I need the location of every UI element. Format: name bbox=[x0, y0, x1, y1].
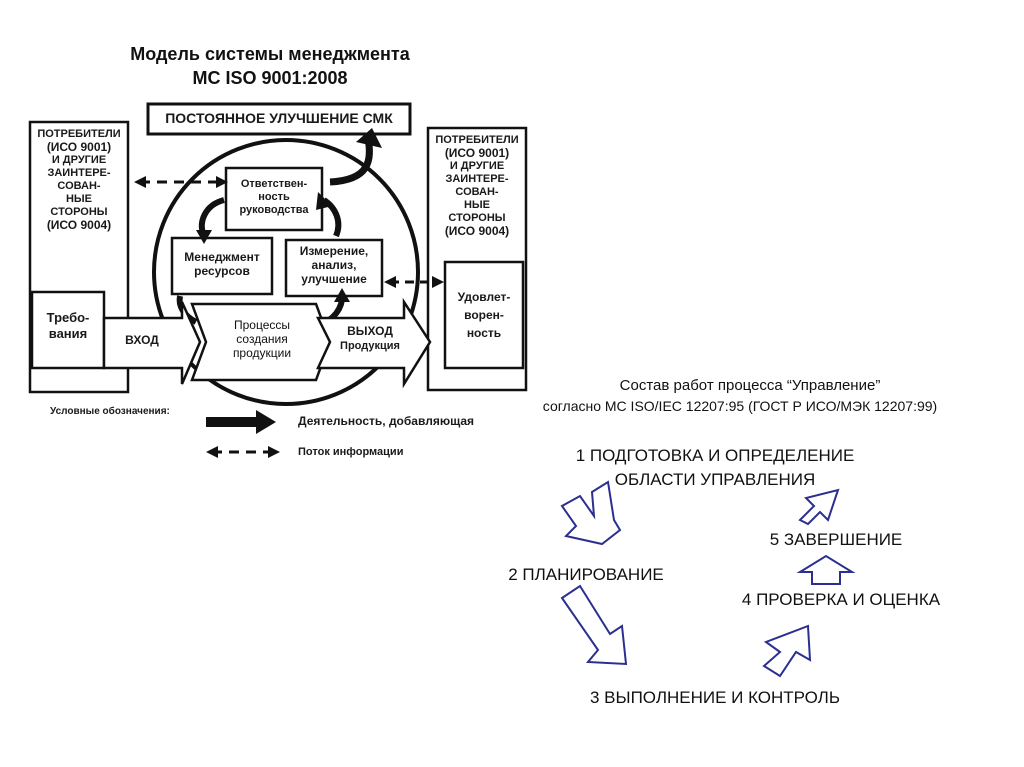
legend-activity: Деятельность, добавляющая bbox=[298, 414, 475, 428]
process-line2: создания bbox=[236, 332, 288, 346]
output-line1: ВЫХОД bbox=[347, 324, 393, 338]
right-col-line2: (ИСО 9001) bbox=[444, 146, 510, 160]
step-3: 3 ВЫПОЛНЕНИЕ И КОНТРОЛЬ bbox=[590, 688, 840, 707]
responsibility-label: Ответствен- ность руководства bbox=[228, 178, 320, 217]
legend-flow: Поток информации bbox=[298, 446, 404, 458]
arrow-1-to-2 bbox=[560, 480, 622, 546]
arrow-3-to-4 bbox=[762, 624, 812, 678]
arrow-5-to-1 bbox=[798, 488, 840, 526]
measurement-line2: анализ, bbox=[311, 258, 357, 272]
responsibility-line3: руководства bbox=[239, 204, 309, 216]
improvement-box bbox=[146, 102, 412, 136]
satisfaction-box bbox=[443, 260, 525, 370]
legend-title: Условные обозначения: bbox=[50, 406, 170, 417]
step-5: 5 ЗАВЕРШЕНИЕ bbox=[769, 530, 903, 549]
right-col-line3: И ДРУГИЕ bbox=[449, 160, 505, 172]
left-col-line1: ПОТРЕБИТЕЛИ bbox=[37, 128, 121, 140]
model-title-line1: Модель системы менеджмента bbox=[130, 44, 410, 64]
measurement-box bbox=[284, 238, 384, 298]
requirements-line1: Требо- bbox=[46, 310, 90, 325]
step-1-line2: ОБЛАСТИ УПРАВЛЕНИЯ bbox=[614, 470, 816, 489]
satisfaction-line2: ворен- bbox=[464, 308, 504, 322]
model-title-line2: МС ISO 9001:2008 bbox=[192, 68, 348, 88]
improvement-arrowhead bbox=[356, 128, 382, 148]
input-label: ВХОД bbox=[125, 333, 159, 347]
satisfaction-label: Удовлет- ворен- ность bbox=[447, 288, 521, 342]
step-4: 4 ПРОВЕРКА И ОЦЕНКА bbox=[741, 590, 941, 609]
step-1: 1 ПОДГОТОВКА И ОПРЕДЕЛЕНИЕ ОБЛАСТИ УПРАВ… bbox=[480, 444, 950, 492]
resources-box bbox=[170, 236, 274, 296]
right-customers-text: ПОТРЕБИТЕЛИ (ИСО 9001) И ДРУГИЕ ЗАИНТЕРЕ… bbox=[430, 134, 524, 238]
left-col-line6: НЫЕ bbox=[65, 193, 93, 205]
process-subtitle: согласно МС ISO/IEC 12207:95 (ГОСТ Р ИСО… bbox=[542, 398, 938, 414]
pdca-circle bbox=[152, 138, 420, 406]
resources-line1: Менеджмент bbox=[184, 250, 260, 264]
process-title: Состав работ процесса “Управление” bbox=[619, 377, 881, 394]
input-arrow bbox=[102, 301, 202, 385]
process-arrow bbox=[190, 302, 332, 382]
left-col-line7: СТОРОНЫ bbox=[50, 206, 108, 218]
model-title: Модель системы менеджмента МС ISO 9001:2… bbox=[40, 42, 500, 90]
process-line3: продукции bbox=[232, 346, 292, 360]
output-line2: Продукция bbox=[340, 340, 400, 352]
improvement-arrow bbox=[329, 137, 373, 186]
left-col-line8: (ИСО 9004) bbox=[46, 218, 112, 232]
satisfaction-line1: Удовлет- bbox=[457, 290, 511, 304]
output-label: ВЫХОД Продукция bbox=[330, 324, 410, 354]
right-col-line1: ПОТРЕБИТЕЛИ bbox=[435, 134, 519, 146]
resources-label: Менеджмент ресурсов bbox=[174, 250, 270, 278]
right-col-line7: СТОРОНЫ bbox=[448, 212, 506, 224]
responsibility-line2: ность bbox=[258, 191, 290, 203]
arrow-4-to-5 bbox=[796, 554, 856, 585]
right-col-line8: (ИСО 9004) bbox=[444, 224, 510, 238]
process-line1: Процессы bbox=[233, 318, 290, 332]
left-col-line2: (ИСО 9001) bbox=[46, 140, 112, 154]
step-1-line1: 1 ПОДГОТОВКА И ОПРЕДЕЛЕНИЕ bbox=[575, 446, 855, 465]
measurement-line3: улучшение bbox=[301, 272, 367, 286]
left-customers-text: ПОТРЕБИТЕЛИ (ИСО 9001) И ДРУГИЕ ЗАИНТЕРЕ… bbox=[32, 128, 126, 232]
step-2: 2 ПЛАНИРОВАНИЕ bbox=[508, 565, 664, 584]
responsibility-box bbox=[224, 166, 324, 232]
requirements-label: Требо- вания bbox=[34, 310, 102, 342]
process-label: Процессы создания продукции bbox=[210, 318, 314, 360]
left-col-line4: ЗАИНТЕРЕ- bbox=[47, 167, 111, 179]
left-col-line3: И ДРУГИЕ bbox=[51, 154, 107, 166]
measurement-line1: Измерение, bbox=[299, 244, 369, 258]
right-col-line5: СОВАН- bbox=[455, 186, 499, 198]
resources-line2: ресурсов bbox=[194, 264, 250, 278]
right-col-line4: ЗАИНТЕРЕ- bbox=[445, 173, 509, 185]
improvement-label: ПОСТОЯННОЕ УЛУЧШЕНИЕ СМК bbox=[165, 110, 393, 126]
left-col-line5: СОВАН- bbox=[57, 180, 101, 192]
measurement-label: Измерение, анализ, улучшение bbox=[288, 244, 380, 286]
arrow-2-to-3 bbox=[560, 584, 628, 666]
satisfaction-line3: ность bbox=[466, 326, 502, 340]
right-col-line6: НЫЕ bbox=[463, 199, 491, 211]
output-arrow bbox=[315, 297, 432, 389]
legend-solid-arrowhead bbox=[256, 410, 276, 434]
responsibility-line1: Ответствен- bbox=[240, 178, 308, 190]
legend-solid-arrow-shaft bbox=[206, 417, 258, 427]
requirements-line2: вания bbox=[48, 326, 88, 341]
